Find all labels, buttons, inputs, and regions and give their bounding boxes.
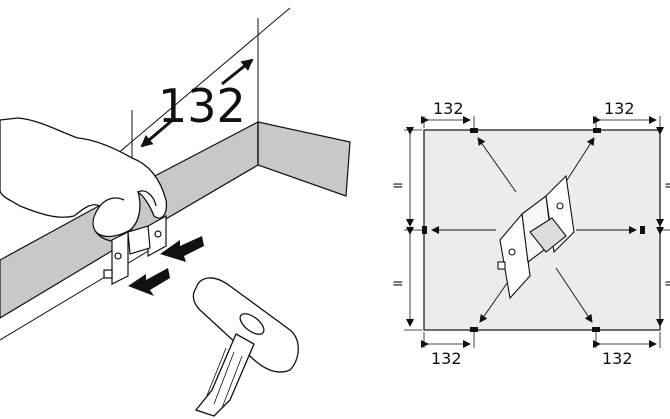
thumb-crease: [137, 190, 157, 207]
center-bracket: [497, 174, 575, 300]
push-arrow-lower: [128, 268, 170, 296]
bracket-hole-right: [154, 230, 162, 238]
fixing-point-top-left: [470, 128, 478, 133]
wall-face-right: [257, 121, 351, 197]
fixing-points: [422, 128, 645, 332]
right-vertical-dimensions: = =: [656, 127, 670, 327]
dimension-arrow-right: [221, 58, 254, 86]
right-lower-equal: =: [664, 276, 670, 292]
bracket-hole-left: [114, 252, 122, 260]
handle-grain: [205, 347, 243, 409]
hand-shape: [0, 117, 168, 238]
right-upper-equal: =: [664, 178, 670, 194]
finger-crease-1: [99, 197, 125, 207]
center-bracket-left-plate: [499, 212, 531, 300]
corner-top-line: [109, 7, 291, 161]
top-dimensions: 132 132: [421, 99, 661, 128]
push-arrow-upper: [160, 236, 204, 262]
placement-arrows: [431, 137, 637, 323]
fixing-point-bottom-left: [470, 327, 478, 332]
left-vertical-dimensions: = =: [392, 127, 422, 331]
bracket-tab: [103, 269, 113, 279]
fixing-point-top-right: [593, 128, 601, 133]
center-bracket-hole-right: [556, 202, 564, 210]
fixing-point-mid-right: [640, 226, 645, 234]
arrow-to-bottom-right: [555, 267, 593, 323]
hand-illustration: [0, 117, 168, 242]
push-arrows: [128, 236, 204, 296]
arrow-to-top-right: [561, 137, 595, 189]
arrow-to-top-left: [477, 137, 517, 193]
hammer-illustration: [192, 277, 299, 417]
dimension-label-132: 132: [158, 79, 246, 133]
center-bracket-tab: [497, 261, 506, 270]
left-lower-equal: =: [392, 276, 404, 292]
bottom-right-dimension: 132: [602, 349, 633, 368]
dimension-arrow-left: [140, 116, 176, 148]
bottom-left-dimension: 132: [431, 349, 462, 368]
right-plan: 132 132 132 132 = =: [392, 99, 670, 368]
fixing-point-mid-left: [422, 226, 427, 234]
left-illustration: 132: [0, 7, 351, 417]
left-upper-equal: =: [392, 178, 404, 194]
arrow-to-bottom-left: [479, 275, 513, 323]
bottom-dimensions: 132 132: [421, 332, 661, 368]
top-right-dimension: 132: [604, 99, 635, 118]
center-bracket-hook: [529, 217, 567, 253]
wall-bracket: [103, 214, 167, 285]
fixing-point-bottom-right: [592, 327, 600, 332]
center-bracket-hole-left: [508, 248, 516, 256]
top-left-dimension: 132: [433, 99, 464, 118]
bracket-center: [127, 225, 151, 255]
hammer-eye: [239, 313, 265, 335]
